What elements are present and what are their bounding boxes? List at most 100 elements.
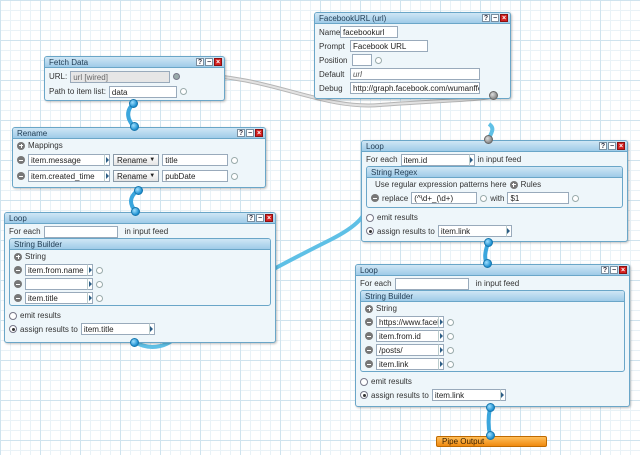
module-header[interactable]: Loop ? − × [362, 141, 627, 152]
module-header[interactable]: String Builder [361, 291, 624, 302]
string-dropdown[interactable]: item.link [376, 358, 444, 370]
minimize-button[interactable]: − [256, 214, 264, 222]
remove-mapping-icon[interactable] [17, 156, 25, 164]
loop3-input-terminal[interactable] [483, 259, 492, 268]
replace-field[interactable]: (^\d+_(\d+) [411, 192, 478, 204]
emit-results-radio[interactable] [9, 311, 17, 320]
string-builder-module[interactable]: String Builder String item.from.name [9, 238, 271, 306]
foreach-dropdown[interactable]: item.id [400, 153, 475, 166]
loop-module-2[interactable]: Loop ? − × For each item.id in input fee… [361, 140, 628, 242]
prompt-field[interactable]: Facebook URL [350, 40, 428, 52]
minimize-button[interactable]: − [608, 142, 616, 150]
module-header[interactable]: FacebookURL (url) ? − × [315, 13, 510, 24]
target-port[interactable] [231, 172, 239, 180]
dropdown-arrow-icon[interactable] [438, 358, 444, 370]
close-button[interactable]: × [265, 214, 273, 222]
default-field[interactable]: url [350, 68, 480, 80]
assign-results-radio[interactable] [366, 227, 374, 235]
close-button[interactable]: × [500, 14, 508, 22]
loop1-output-terminal[interactable] [130, 338, 139, 347]
fetch-data-module[interactable]: Fetch Data ? − × URL: url [wired] Path t… [44, 56, 225, 101]
dropdown-arrow-icon[interactable] [87, 278, 93, 290]
string-port[interactable] [96, 280, 103, 288]
string-port[interactable] [96, 294, 103, 302]
field-dropdown[interactable]: item.message [28, 154, 110, 166]
replace-port[interactable] [480, 194, 488, 202]
help-button[interactable]: ? [482, 14, 490, 22]
module-header[interactable]: Rename ? − × [13, 128, 265, 139]
module-header[interactable]: Fetch Data ? − × [45, 57, 224, 68]
add-rule-icon[interactable] [509, 180, 518, 189]
remove-string-icon[interactable] [365, 318, 373, 326]
string-builder-module[interactable]: String Builder String https://www.facebo [360, 290, 625, 372]
string-dropdown[interactable]: item.title [25, 292, 93, 304]
minimize-button[interactable]: − [491, 14, 499, 22]
module-header[interactable]: String Regex [367, 167, 622, 178]
remove-string-icon[interactable] [14, 294, 22, 302]
name-field[interactable]: facebookurl [340, 26, 398, 38]
help-button[interactable]: ? [196, 58, 204, 66]
rename-input-terminal[interactable] [130, 122, 139, 131]
dropdown-arrow-icon[interactable] [499, 389, 506, 401]
dropdown-arrow-icon[interactable] [104, 170, 110, 182]
dropdown-arrow-icon[interactable] [87, 292, 93, 304]
loop2-output-terminal[interactable] [484, 238, 493, 247]
loop1-input-terminal[interactable] [131, 207, 140, 216]
rename-output-terminal[interactable] [134, 186, 143, 195]
with-port[interactable] [572, 194, 580, 202]
loop-module-1[interactable]: Loop ? − × For each in input feed String… [4, 212, 276, 343]
dropdown-arrow-icon[interactable] [468, 153, 475, 166]
pipe-output-input-terminal[interactable] [486, 431, 495, 440]
minimize-button[interactable]: − [610, 266, 618, 274]
path-port[interactable] [179, 88, 187, 95]
foreach-field[interactable] [43, 225, 118, 238]
url-port[interactable] [173, 73, 181, 80]
debug-field[interactable]: http://graph.facebook.com/wumanffee [350, 82, 480, 94]
remove-string-icon[interactable] [365, 360, 373, 368]
foreach-field[interactable] [394, 277, 469, 290]
add-string-icon[interactable] [14, 252, 22, 261]
close-button[interactable]: × [214, 58, 222, 66]
dropdown-arrow-icon[interactable] [87, 264, 93, 276]
operation-select[interactable]: Rename▼ [113, 154, 160, 166]
remove-string-icon[interactable] [365, 332, 373, 340]
rename-module[interactable]: Rename ? − × Mappings item.message Renam… [12, 127, 266, 188]
string-port[interactable] [96, 266, 103, 274]
position-port[interactable] [375, 56, 382, 64]
help-button[interactable]: ? [601, 266, 609, 274]
string-regex-module[interactable]: String Regex Use regular expression patt… [366, 166, 623, 208]
string-port[interactable] [447, 346, 454, 354]
emit-results-radio[interactable] [366, 213, 374, 222]
assign-results-radio[interactable] [360, 391, 368, 399]
string-port[interactable] [447, 332, 454, 340]
remove-string-icon[interactable] [365, 346, 373, 354]
string-dropdown[interactable]: item.from.id [376, 330, 444, 342]
remove-string-icon[interactable] [14, 266, 22, 274]
dropdown-arrow-icon[interactable] [104, 154, 110, 166]
minimize-button[interactable]: − [246, 129, 254, 137]
close-button[interactable]: × [255, 129, 263, 137]
string-port[interactable] [447, 318, 454, 326]
dropdown-arrow-icon[interactable] [438, 330, 444, 342]
assign-dropdown[interactable]: item.link [431, 389, 506, 401]
fetch-output-terminal[interactable] [129, 99, 138, 108]
remove-string-icon[interactable] [14, 280, 22, 288]
remove-rule-icon[interactable] [371, 194, 379, 202]
string-dropdown[interactable]: /posts/ [376, 344, 444, 356]
module-header[interactable]: Loop ? − × [356, 265, 629, 276]
assign-dropdown[interactable]: item.link [437, 225, 512, 237]
position-field[interactable] [352, 54, 372, 66]
path-field[interactable]: data [108, 85, 177, 98]
string-dropdown[interactable]: item.from.name [25, 264, 93, 276]
assign-dropdown[interactable]: item.title [80, 323, 155, 335]
emit-results-radio[interactable] [360, 377, 368, 386]
loop2-input-terminal[interactable] [484, 135, 493, 144]
help-button[interactable]: ? [237, 129, 245, 137]
minimize-button[interactable]: − [205, 58, 213, 66]
dropdown-arrow-icon[interactable] [438, 316, 444, 328]
add-string-icon[interactable] [365, 304, 373, 313]
with-field[interactable]: $1 [507, 192, 570, 204]
assign-results-radio[interactable] [9, 325, 17, 333]
add-mapping-icon[interactable] [17, 141, 25, 150]
facebookurl-module[interactable]: FacebookURL (url) ? − × Name facebookurl… [314, 12, 511, 99]
